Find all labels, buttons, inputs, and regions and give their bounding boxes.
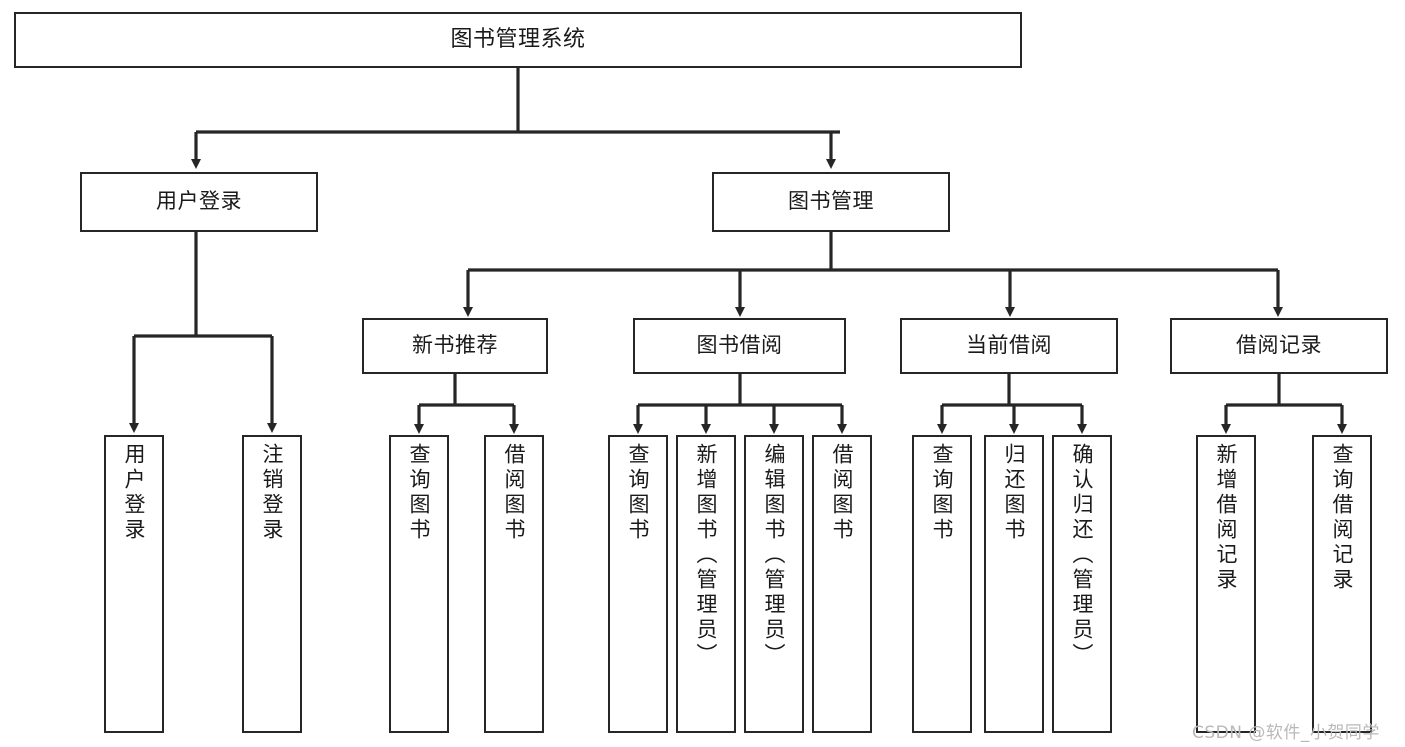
leaf-label: 用户登录	[122, 443, 147, 543]
node-root-system[interactable]: 图书管理系统	[14, 12, 1022, 68]
node-user-login[interactable]: 用户登录	[80, 172, 318, 232]
node-label: 图书借阅	[696, 333, 783, 358]
leaf-return-book[interactable]: 归还图书	[984, 435, 1044, 733]
leaf-label: 确认归还（管理员）	[1070, 443, 1095, 668]
leaf-query-book-current[interactable]: 查询图书	[912, 435, 972, 733]
leaf-query-borrow-record[interactable]: 查询借阅记录	[1312, 435, 1372, 733]
leaf-query-book-borrow[interactable]: 查询图书	[608, 435, 668, 733]
node-label: 图书管理	[788, 189, 874, 214]
leaf-query-book-recommend[interactable]: 查询图书	[389, 435, 449, 733]
leaf-logout[interactable]: 注销登录	[242, 435, 302, 733]
node-borrow-records[interactable]: 借阅记录	[1170, 318, 1388, 374]
node-root-label: 图书管理系统	[450, 26, 586, 52]
leaf-label: 查询图书	[930, 443, 955, 543]
leaf-borrow-book[interactable]: 借阅图书	[812, 435, 872, 733]
leaf-edit-book-admin[interactable]: 编辑图书（管理员）	[744, 435, 804, 733]
leaf-label: 查询借阅记录	[1330, 443, 1355, 593]
node-label: 当前借阅	[966, 333, 1052, 358]
leaf-user-login[interactable]: 用户登录	[104, 435, 164, 733]
csdn-watermark: CSDN @软件_小贺同学	[1192, 723, 1380, 743]
node-book-management[interactable]: 图书管理	[712, 172, 950, 232]
node-new-book-recommend[interactable]: 新书推荐	[362, 318, 548, 374]
node-label: 用户登录	[156, 189, 242, 214]
leaf-add-book-admin[interactable]: 新增图书（管理员）	[676, 435, 736, 733]
leaf-label: 注销登录	[260, 443, 285, 543]
leaf-label: 借阅图书	[830, 443, 855, 543]
leaf-borrow-book-recommend[interactable]: 借阅图书	[484, 435, 544, 733]
node-current-borrow[interactable]: 当前借阅	[900, 318, 1118, 374]
leaf-label: 查询图书	[626, 443, 651, 543]
node-label: 新书推荐	[412, 333, 498, 358]
leaf-label: 编辑图书（管理员）	[762, 443, 787, 668]
node-label: 借阅记录	[1236, 333, 1322, 358]
leaf-label: 查询图书	[407, 443, 432, 543]
leaf-label: 新增图书（管理员）	[694, 443, 719, 668]
leaf-label: 借阅图书	[502, 443, 527, 543]
leaf-label: 新增借阅记录	[1214, 443, 1239, 593]
leaf-label: 归还图书	[1002, 443, 1027, 543]
leaf-confirm-return-admin[interactable]: 确认归还（管理员）	[1052, 435, 1112, 733]
node-book-borrow[interactable]: 图书借阅	[633, 318, 846, 374]
leaf-add-borrow-record[interactable]: 新增借阅记录	[1196, 435, 1256, 733]
